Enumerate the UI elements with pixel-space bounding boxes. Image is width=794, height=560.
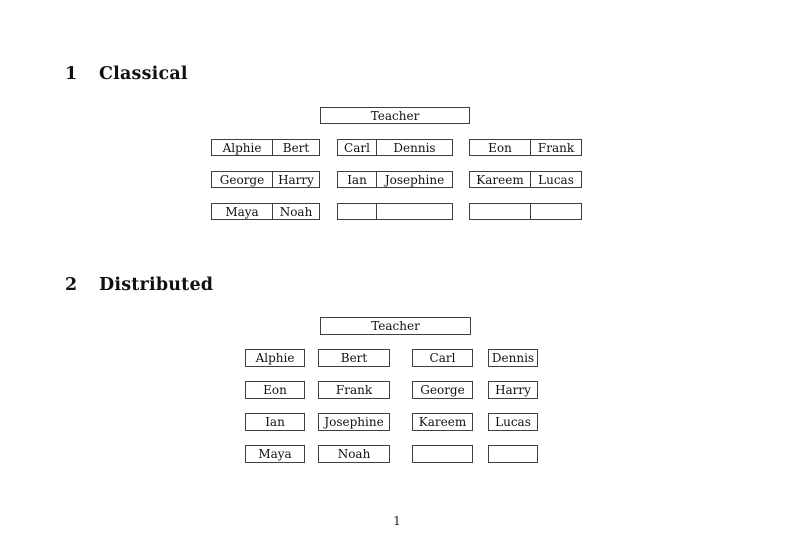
desk-classical: Carl Dennis [337,139,453,156]
desk-classical-empty [337,203,453,220]
desk-classical: George Harry [211,171,320,188]
seat-distributed-empty [488,445,538,463]
desk-seat-right: Josephine [384,172,445,187]
section-number: 2 [65,275,78,295]
desk-seat-left [338,204,377,219]
desk-classical-empty [469,203,582,220]
desk-classical: Alphie Bert [211,139,320,156]
desk-seat-right: Harry [278,172,314,187]
seat-distributed-empty [412,445,473,463]
desk-seat-left: George [212,172,273,187]
desk-seat-left: Kareem [470,172,531,187]
seat-distributed: Maya [245,445,305,463]
seat-distributed: Josephine [318,413,390,431]
desk-seat-right: Dennis [393,140,436,155]
teacher-box-distributed: Teacher [320,317,471,335]
section-number: 1 [65,64,78,84]
teacher-label: Teacher [371,319,420,333]
desk-classical: Ian Josephine [337,171,453,188]
desk-seat-left [470,204,531,219]
desk-classical: Maya Noah [211,203,320,220]
desk-seat-left: Ian [338,172,377,187]
section-heading-distributed: 2 Distributed [65,275,213,295]
section-title: Classical [99,64,188,84]
seat-distributed: Carl [412,349,473,367]
desk-seat-right [377,204,452,219]
seat-distributed: Frank [318,381,390,399]
desk-seat-right: Noah [279,204,313,219]
desk-seat-right [531,204,581,219]
desk-seat-left: Carl [338,140,377,155]
seat-distributed: Ian [245,413,305,431]
teacher-label: Teacher [370,108,420,123]
seat-distributed: Alphie [245,349,305,367]
desk-seat-right: Frank [537,140,575,155]
section-title: Distributed [99,275,214,295]
desk-seat-right: Bert [282,140,310,155]
seat-distributed: Eon [245,381,305,399]
desk-seat-left: Eon [470,140,531,155]
desk-seat-right: Lucas [538,172,574,187]
seat-distributed: George [412,381,473,399]
section-heading-classical: 1 Classical [65,64,188,84]
seat-distributed: Harry [488,381,538,399]
seat-distributed: Kareem [412,413,473,431]
seat-distributed: Lucas [488,413,538,431]
desk-classical: Eon Frank [469,139,582,156]
desk-seat-left: Alphie [212,140,273,155]
seat-distributed: Dennis [488,349,538,367]
seat-distributed: Bert [318,349,390,367]
desk-classical: Kareem Lucas [469,171,582,188]
desk-seat-left: Maya [212,204,273,219]
teacher-box-classical: Teacher [320,107,470,124]
page-number: 1 [393,514,401,528]
seat-distributed: Noah [318,445,390,463]
